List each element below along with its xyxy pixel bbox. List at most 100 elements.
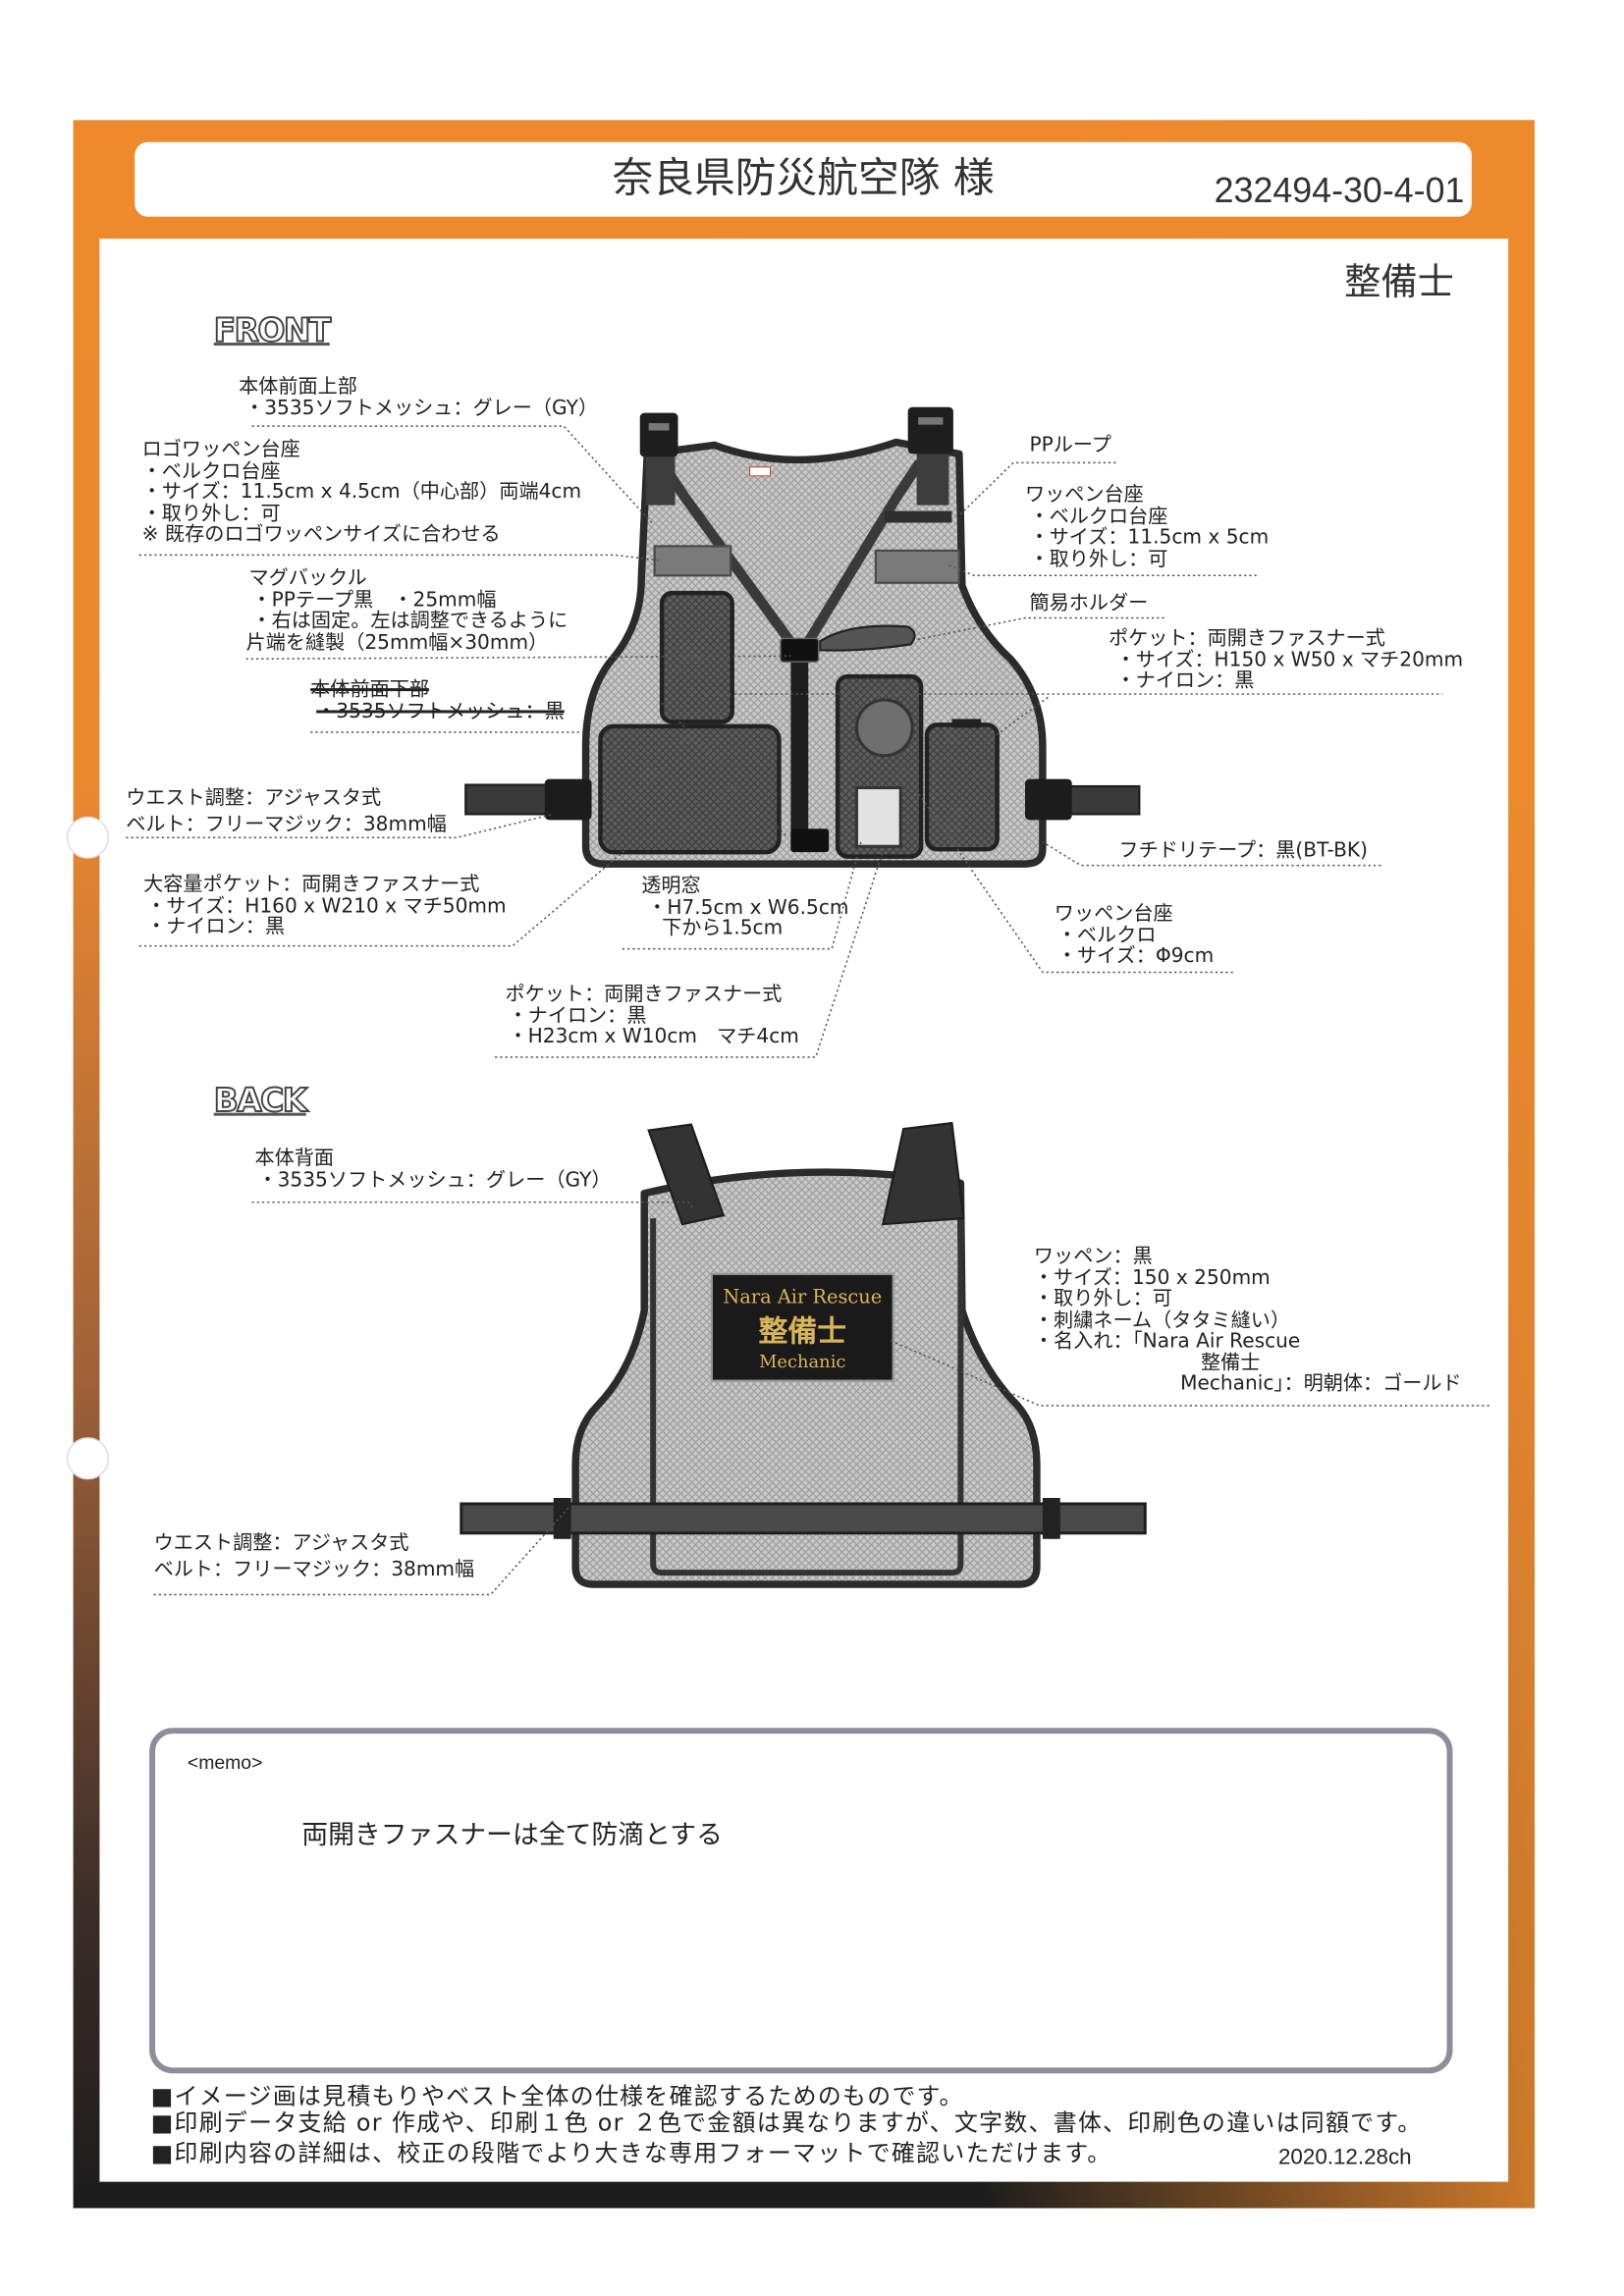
- leader-line: [948, 564, 1260, 576]
- punch-hole: [66, 1437, 110, 1480]
- clear-window: [854, 786, 902, 848]
- annotation-line: ・サイズ：H160 x W210 x マチ50mm: [146, 893, 507, 918]
- annotation-line: ・刺繍ネーム（タタミ縫い）: [1033, 1308, 1291, 1332]
- annotation-line: ・取り外し：可: [141, 501, 281, 525]
- annotation-logo-patch-base: ロゴワッペン台座 ・ベルクロ台座 ・サイズ：11.5cm x 4.5cm（中心部…: [141, 439, 582, 547]
- annotation-line: 本体背面: [254, 1147, 335, 1170]
- waist-buckle-left: [544, 778, 592, 821]
- memo-label: <memo>: [187, 1751, 263, 1774]
- leader-line: [914, 616, 1164, 641]
- annotation-line: ・H7.5cm x W6.5cm: [647, 895, 849, 920]
- zipper-pull: [951, 719, 982, 728]
- leader-line: [893, 756, 1233, 974]
- annotation-clear-window: 透明窓 ・H7.5cm x W6.5cm 下から1.5cm: [641, 876, 848, 939]
- leader-line: [622, 841, 862, 950]
- annotation-line: ・H23cm x W10cm マチ4cm: [508, 1025, 799, 1049]
- annotation-line: ワッペン：黒: [1033, 1244, 1153, 1268]
- annotation-line: ・右は固定。左は調整できるように: [251, 609, 568, 633]
- inner-panel-outline: [650, 1218, 964, 1576]
- leader-line: [245, 655, 791, 661]
- annotation-line: 簡易ホルダー: [1029, 591, 1149, 615]
- document-date: 2020.12.28ch: [1277, 2145, 1412, 2170]
- leader-line: [251, 425, 653, 524]
- annotation-line: ・3535ソフトメッシュ：グレー（GY）: [257, 1167, 612, 1192]
- front-vest-illustration: [464, 406, 1141, 868]
- annotation-line: ・ナイロン：黒: [1115, 668, 1255, 693]
- annotation-line: ・名入れ：「Nara Air Rescue: [1033, 1329, 1301, 1354]
- patch-line-2: 整備士: [759, 1314, 846, 1349]
- back-vest-illustration: Nara Air Rescue 整備士 Mechanic: [460, 1121, 1147, 1588]
- mag-buckle: [780, 637, 820, 663]
- annotation-line: 片端を縫製（25mm幅×30mm）: [245, 630, 549, 655]
- annotation-line: ・ベルクロ台座: [141, 458, 281, 483]
- back-belt-tab-right: [1042, 1498, 1060, 1539]
- buckle-slot: [918, 417, 944, 425]
- annotation-center-pocket: ポケット：両開きファスナー式 ・ナイロン：黒 ・H23cm x W10cm マチ…: [506, 984, 799, 1047]
- back-shoulder-strap-left: [647, 1123, 726, 1226]
- annotation-line: ・サイズ：11.5cm x 5cm: [1029, 525, 1270, 550]
- leader-line: [888, 1339, 1489, 1407]
- annotation-line: ポケット：両開きファスナー式: [1108, 626, 1385, 651]
- buckle-slot: [648, 423, 670, 431]
- annotation-line: ・ベルクロ: [1056, 923, 1157, 947]
- patch-line-1: Nara Air Rescue: [723, 1286, 882, 1308]
- annotation-line: 整備士: [1200, 1351, 1261, 1374]
- back-shoulder-strap-right: [881, 1121, 965, 1226]
- annotation-waist-adjust-back: ウエスト調整：アジャスタ式 ベルト：フリーマジック：38mm幅: [154, 1530, 475, 1583]
- leader-line: [251, 1201, 695, 1210]
- leader-line: [138, 554, 663, 562]
- annotation-line: ウエスト調整：アジャスタ式: [153, 1531, 409, 1556]
- back-belt-tab-left: [553, 1498, 571, 1539]
- patch-base-right: [874, 549, 960, 584]
- shoulder-buckle-right: [907, 406, 953, 454]
- annotation-large-pocket: 大容量ポケット：両開きファスナー式 ・サイズ：H160 x W210 x マチ5…: [143, 875, 507, 938]
- side-pocket: [924, 722, 1000, 852]
- order-code: 232494-30-4-01: [1214, 171, 1465, 211]
- role-label: 整備士: [1344, 260, 1454, 303]
- annotation-line: ・3535ソフトメッシュ：グレー（GY）: [244, 396, 599, 420]
- annotation-binding-tape: フチドリテープ：黒(BT-BK): [1118, 840, 1368, 862]
- footer-note: ■印刷内容の詳細は、校正の段階でより大きな専用フォーマットで確認いただけます。: [150, 2139, 1112, 2167]
- annotation-line: 大容量ポケット：両開きファスナー式: [143, 873, 480, 896]
- mag-buckle-lower: [790, 828, 830, 853]
- memo-box: <memo> 両開きファスナーは全て防滴とする: [149, 1728, 1453, 2074]
- annotation-line: ワッペン台座: [1024, 483, 1144, 507]
- annotation-line: ・サイズ：Φ9cm: [1056, 944, 1215, 969]
- front-heading: FRONT: [213, 312, 332, 350]
- v-neck-binding-right: [802, 459, 924, 648]
- patch-line-3: Mechanic: [759, 1352, 845, 1372]
- leader-line: [138, 845, 630, 947]
- center-zipper: [790, 651, 809, 850]
- waist-buckle-right: [1024, 778, 1072, 821]
- leader-line: [1042, 841, 1381, 867]
- annotation-line: ・サイズ：150 x 250mm: [1033, 1265, 1271, 1290]
- annotation-side-pocket: ポケット：両開きファスナー式 ・サイズ：H150 x W50 x マチ20mm …: [1109, 628, 1463, 692]
- waist-belt-left: [464, 783, 552, 816]
- customer-title: 奈良県防災航空隊 様: [612, 153, 995, 202]
- annotation-pp-loop: PPループ: [1029, 435, 1110, 456]
- annotation-line: ・ベルクロ台座: [1029, 504, 1168, 528]
- annotation-back-patch: ワッペン：黒 ・サイズ：150 x 250mm ・取り外し：可 ・刺繍ネーム（タ…: [1034, 1246, 1462, 1394]
- annotation-line: ・サイズ：H150 x W50 x マチ20mm: [1115, 648, 1464, 671]
- annotation-line: ・取り外し：可: [1033, 1287, 1172, 1311]
- annotation-line: ※ 既存のロゴワッペンサイズに合わせる: [141, 522, 501, 547]
- annotation-line: ・PPテープ黒 ・25mm幅: [251, 587, 497, 612]
- footer-note: ■イメージ画は見積もりやベスト全体の仕様を確認するためのものです。: [150, 2082, 964, 2110]
- large-pocket: [598, 723, 782, 855]
- leader-lines: [126, 425, 1489, 1596]
- footer-note: ■印刷データ支給 or 作成や、印刷１色 or ２色で金額は異なりますが、文字数…: [150, 2109, 1423, 2137]
- name-patch: [710, 1272, 894, 1382]
- annotation-line: PPループ: [1029, 433, 1111, 457]
- header-bar: 奈良県防災航空隊 様 232494-30-4-01: [135, 141, 1472, 217]
- pp-loop: [884, 510, 952, 523]
- annotation-back-mesh: 本体背面 ・3535ソフトメッシュ：グレー（GY）: [255, 1148, 612, 1190]
- annotation-line: ・ナイロン：黒: [146, 915, 286, 939]
- annotation-line: マグバックル: [248, 566, 367, 591]
- annotation-patch-base-right: ワッペン台座 ・ベルクロ台座 ・サイズ：11.5cm x 5cm ・取り外し：可: [1025, 485, 1269, 570]
- waist-belt-right: [1064, 784, 1141, 816]
- punch-hole: [66, 816, 110, 859]
- annotation-upper-body-mesh: 本体前面上部 ・3535ソフトメッシュ：グレー（GY）: [239, 376, 598, 418]
- phone-pocket: [659, 590, 734, 724]
- annotation-line: ・サイズ：11.5cm x 4.5cm（中心部）両端4cm: [141, 480, 582, 505]
